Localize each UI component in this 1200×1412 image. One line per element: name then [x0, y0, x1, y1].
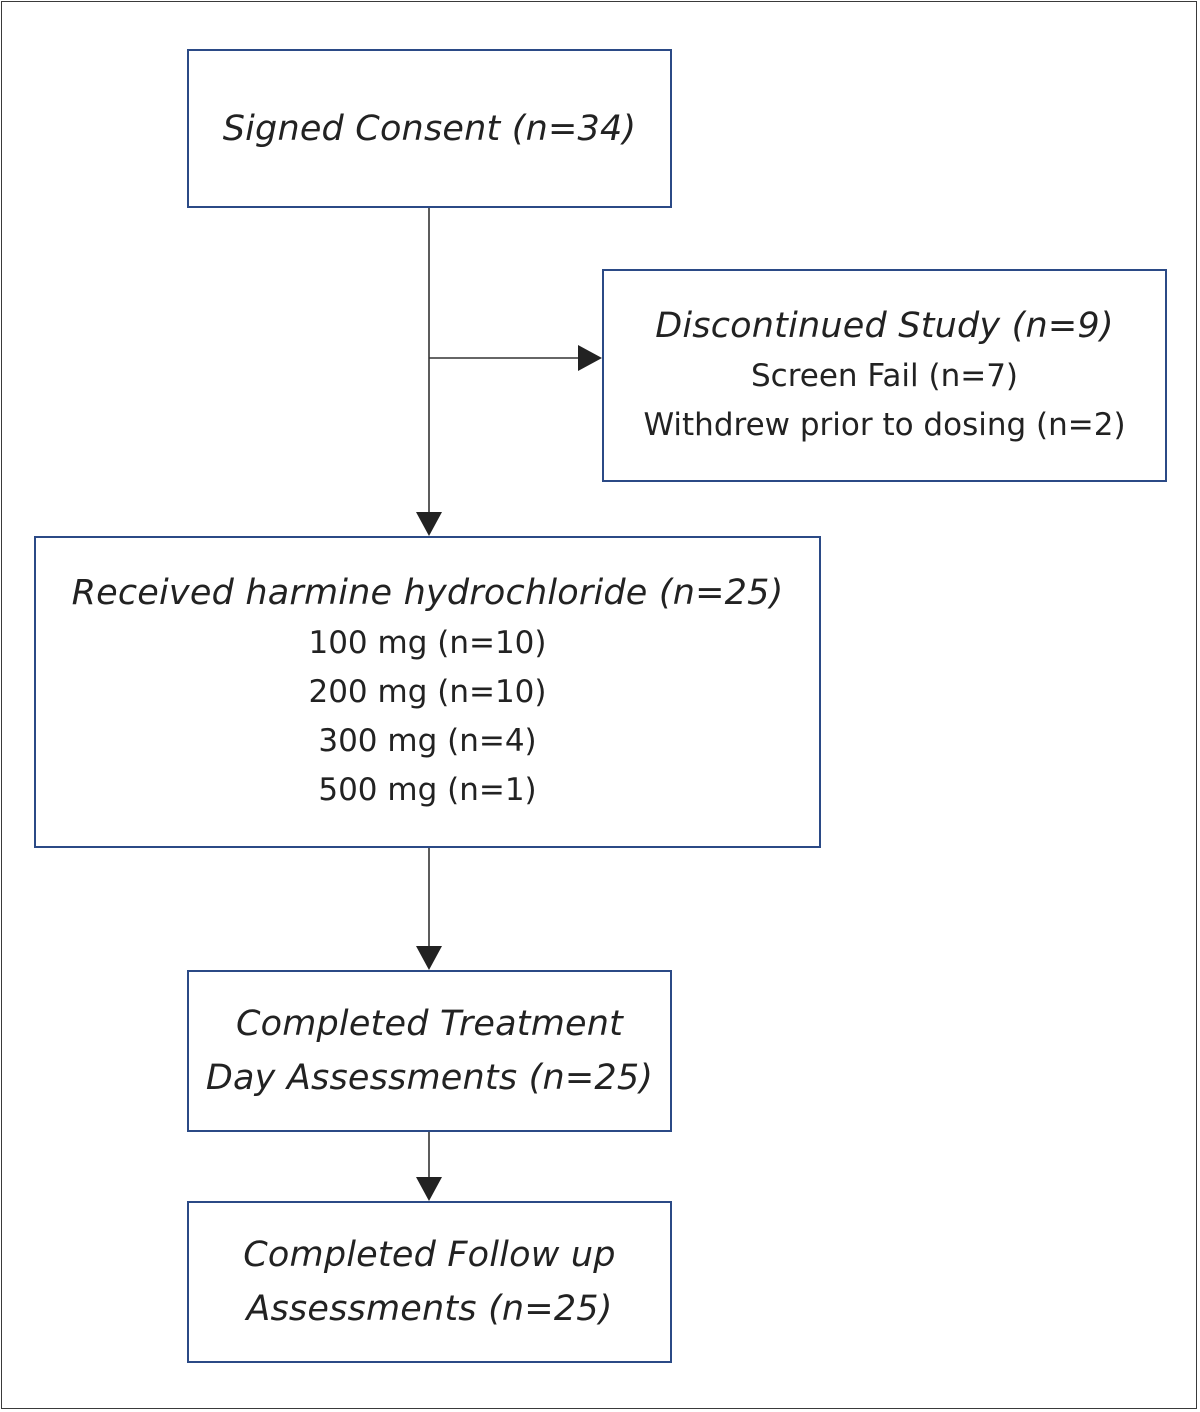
- dose-100mg-line: 100 mg (n=10): [308, 625, 547, 661]
- discontinued-study-box: Discontinued Study (n=9) Screen Fail (n=…: [602, 269, 1167, 482]
- received-harmine-box: Received harmine hydrochloride (n=25) 10…: [34, 536, 821, 848]
- dose-300mg-line: 300 mg (n=4): [318, 723, 537, 759]
- completed-followup-box: Completed Follow up Assessments (n=25): [187, 1201, 672, 1363]
- signed-consent-box: Signed Consent (n=34): [187, 49, 672, 208]
- arrowhead-to-treatment: [416, 946, 442, 970]
- screen-fail-line: Screen Fail (n=7): [750, 357, 1019, 394]
- arrowhead-to-followup: [416, 1177, 442, 1201]
- completed-treatment-title-line-1: Completed Treatment: [235, 1004, 624, 1044]
- arrowhead-to-discontinued: [578, 345, 602, 371]
- dose-500mg-line: 500 mg (n=1): [318, 772, 537, 808]
- completed-treatment-box: Completed Treatment Day Assessments (n=2…: [187, 970, 672, 1132]
- dose-200mg-line: 200 mg (n=10): [308, 674, 547, 710]
- withdrew-line: Withdrew prior to dosing (n=2): [643, 406, 1126, 443]
- signed-consent-title: Signed Consent (n=34): [222, 108, 637, 149]
- completed-followup-title-line-1: Completed Follow up: [243, 1235, 616, 1275]
- completed-treatment-title-line-2: Day Assessments (n=25): [205, 1058, 654, 1098]
- received-harmine-title: Received harmine hydrochloride (n=25): [71, 573, 784, 613]
- completed-followup-title-line-2: Assessments (n=25): [246, 1289, 613, 1329]
- discontinued-study-title: Discontinued Study (n=9): [655, 305, 1114, 346]
- arrowhead-to-received: [416, 512, 442, 536]
